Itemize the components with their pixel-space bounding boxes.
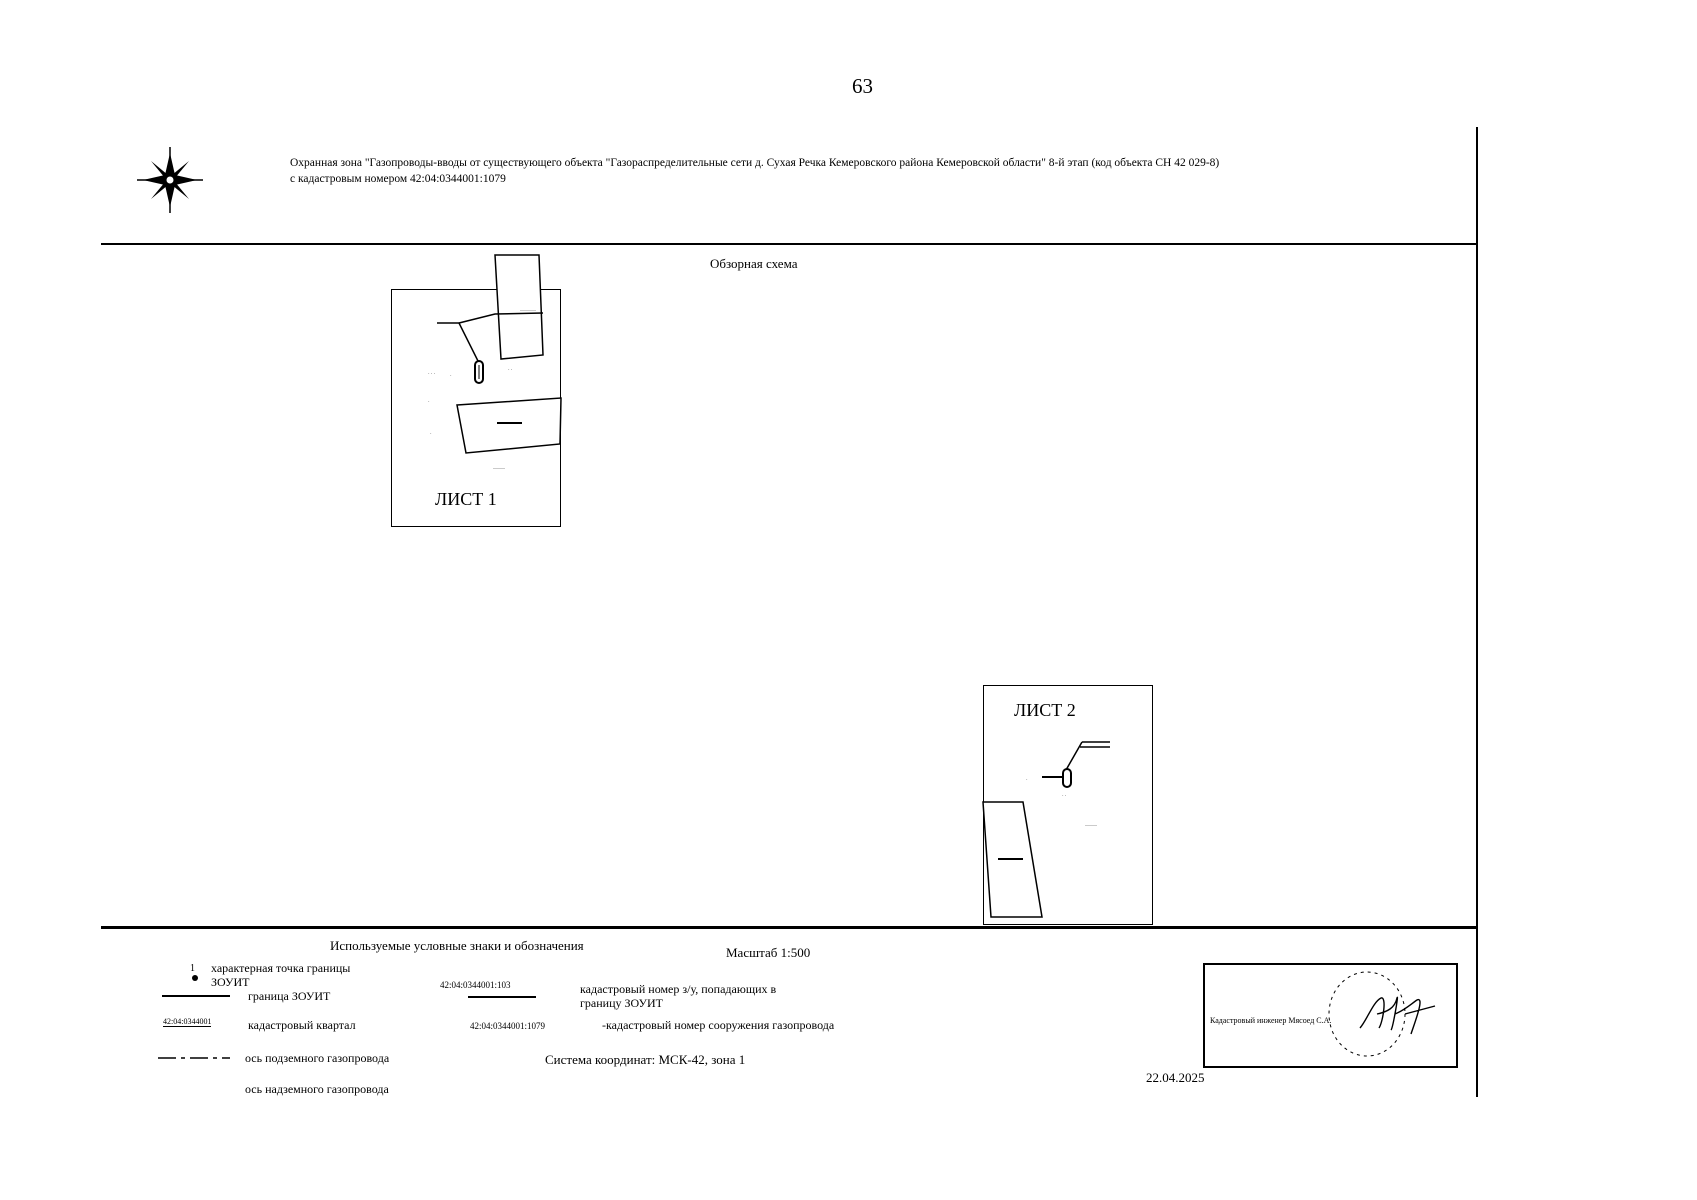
legend-parcel-line-1: кадастровый номер з/у, попадающих в [580,982,777,996]
legend-quarter-sample: 42:04:0344001 [163,1017,212,1027]
legend-parcel-line-2: границу ЗОУИТ [580,996,664,1010]
legend-parcel: кадастровый номер з/у, попадающих в гран… [580,982,776,1010]
legend-parcel-sample: 42:04:0344001:103 [440,980,511,990]
svg-text:· ·: · · [508,368,513,373]
sheet-1-map: ———— · · · · · · · · ——— [428,254,562,470]
legend-boundary: граница ЗОУИТ [248,989,331,1003]
legend-structure-sample: 42:04:0344001:1079 [470,1021,546,1031]
stamp-text: Кадастровый инженер Мясоед С.А. [1210,1016,1332,1025]
page-number: 63 [852,74,873,98]
legend-point-line-2: ЗОУИТ [211,975,250,989]
document-title: Охранная зона "Газопроводы-вводы от суще… [290,155,1460,187]
parcel-line-sample [468,996,536,998]
point-marker-icon [192,975,198,981]
legend-underground: ось подземного газопровода [245,1051,390,1065]
svg-text:· ·: · · [1062,794,1067,799]
legend-point-line-1: характерная точка границы [211,961,351,975]
sheet-1-label: ЛИСТ 1 [435,489,497,509]
sheet-2-map: · · · ——— [982,741,1110,918]
sheet-1-point-label: · · · [428,372,436,377]
boundary-line-sample [162,995,230,997]
title-line-2: с кадастровым номером 42:04:0344001:1079 [290,173,506,185]
svg-text:·: · [430,432,432,437]
date: 22.04.2025 [1146,1070,1205,1085]
svg-text:·: · [1026,778,1028,783]
header-divider [101,243,1478,245]
legend-structure: -кадастровый номер сооружения газопровод… [602,1018,835,1032]
legend-divider [101,926,1478,929]
signature-icon [1359,996,1436,1035]
svg-text:·: · [428,400,430,405]
legend-title: Используемые условные знаки и обозначени… [330,938,584,953]
signature-box: Кадастровый инженер Мясоед С.А. [1203,963,1458,1068]
overview-title: Обзорная схема [710,256,798,271]
frame-right-border [1476,127,1478,1097]
svg-text:·: · [450,374,452,379]
legend-point-label: характерная точка границы ЗОУИТ [211,961,350,989]
legend-quarter: кадастровый квартал [248,1018,356,1032]
title-line-1: Охранная зона "Газопроводы-вводы от суще… [290,157,1220,169]
underground-line-sample [158,1057,230,1059]
scale-label: Масштаб 1:500 [726,945,811,960]
sheet-2-label: ЛИСТ 2 [1014,700,1076,720]
sheet-1-quarter-label: ——— [492,465,506,470]
sheet-1-parcel-label: ———— [519,307,537,312]
legend-point-number: 1 [190,963,195,974]
coord-system: Система координат: МСК-42, зона 1 [545,1052,746,1067]
sheet-2-quarter-label: ——— [1084,822,1098,827]
compass-icon [137,147,203,213]
legend-aboveground: ось надземного газопровода [245,1082,389,1096]
